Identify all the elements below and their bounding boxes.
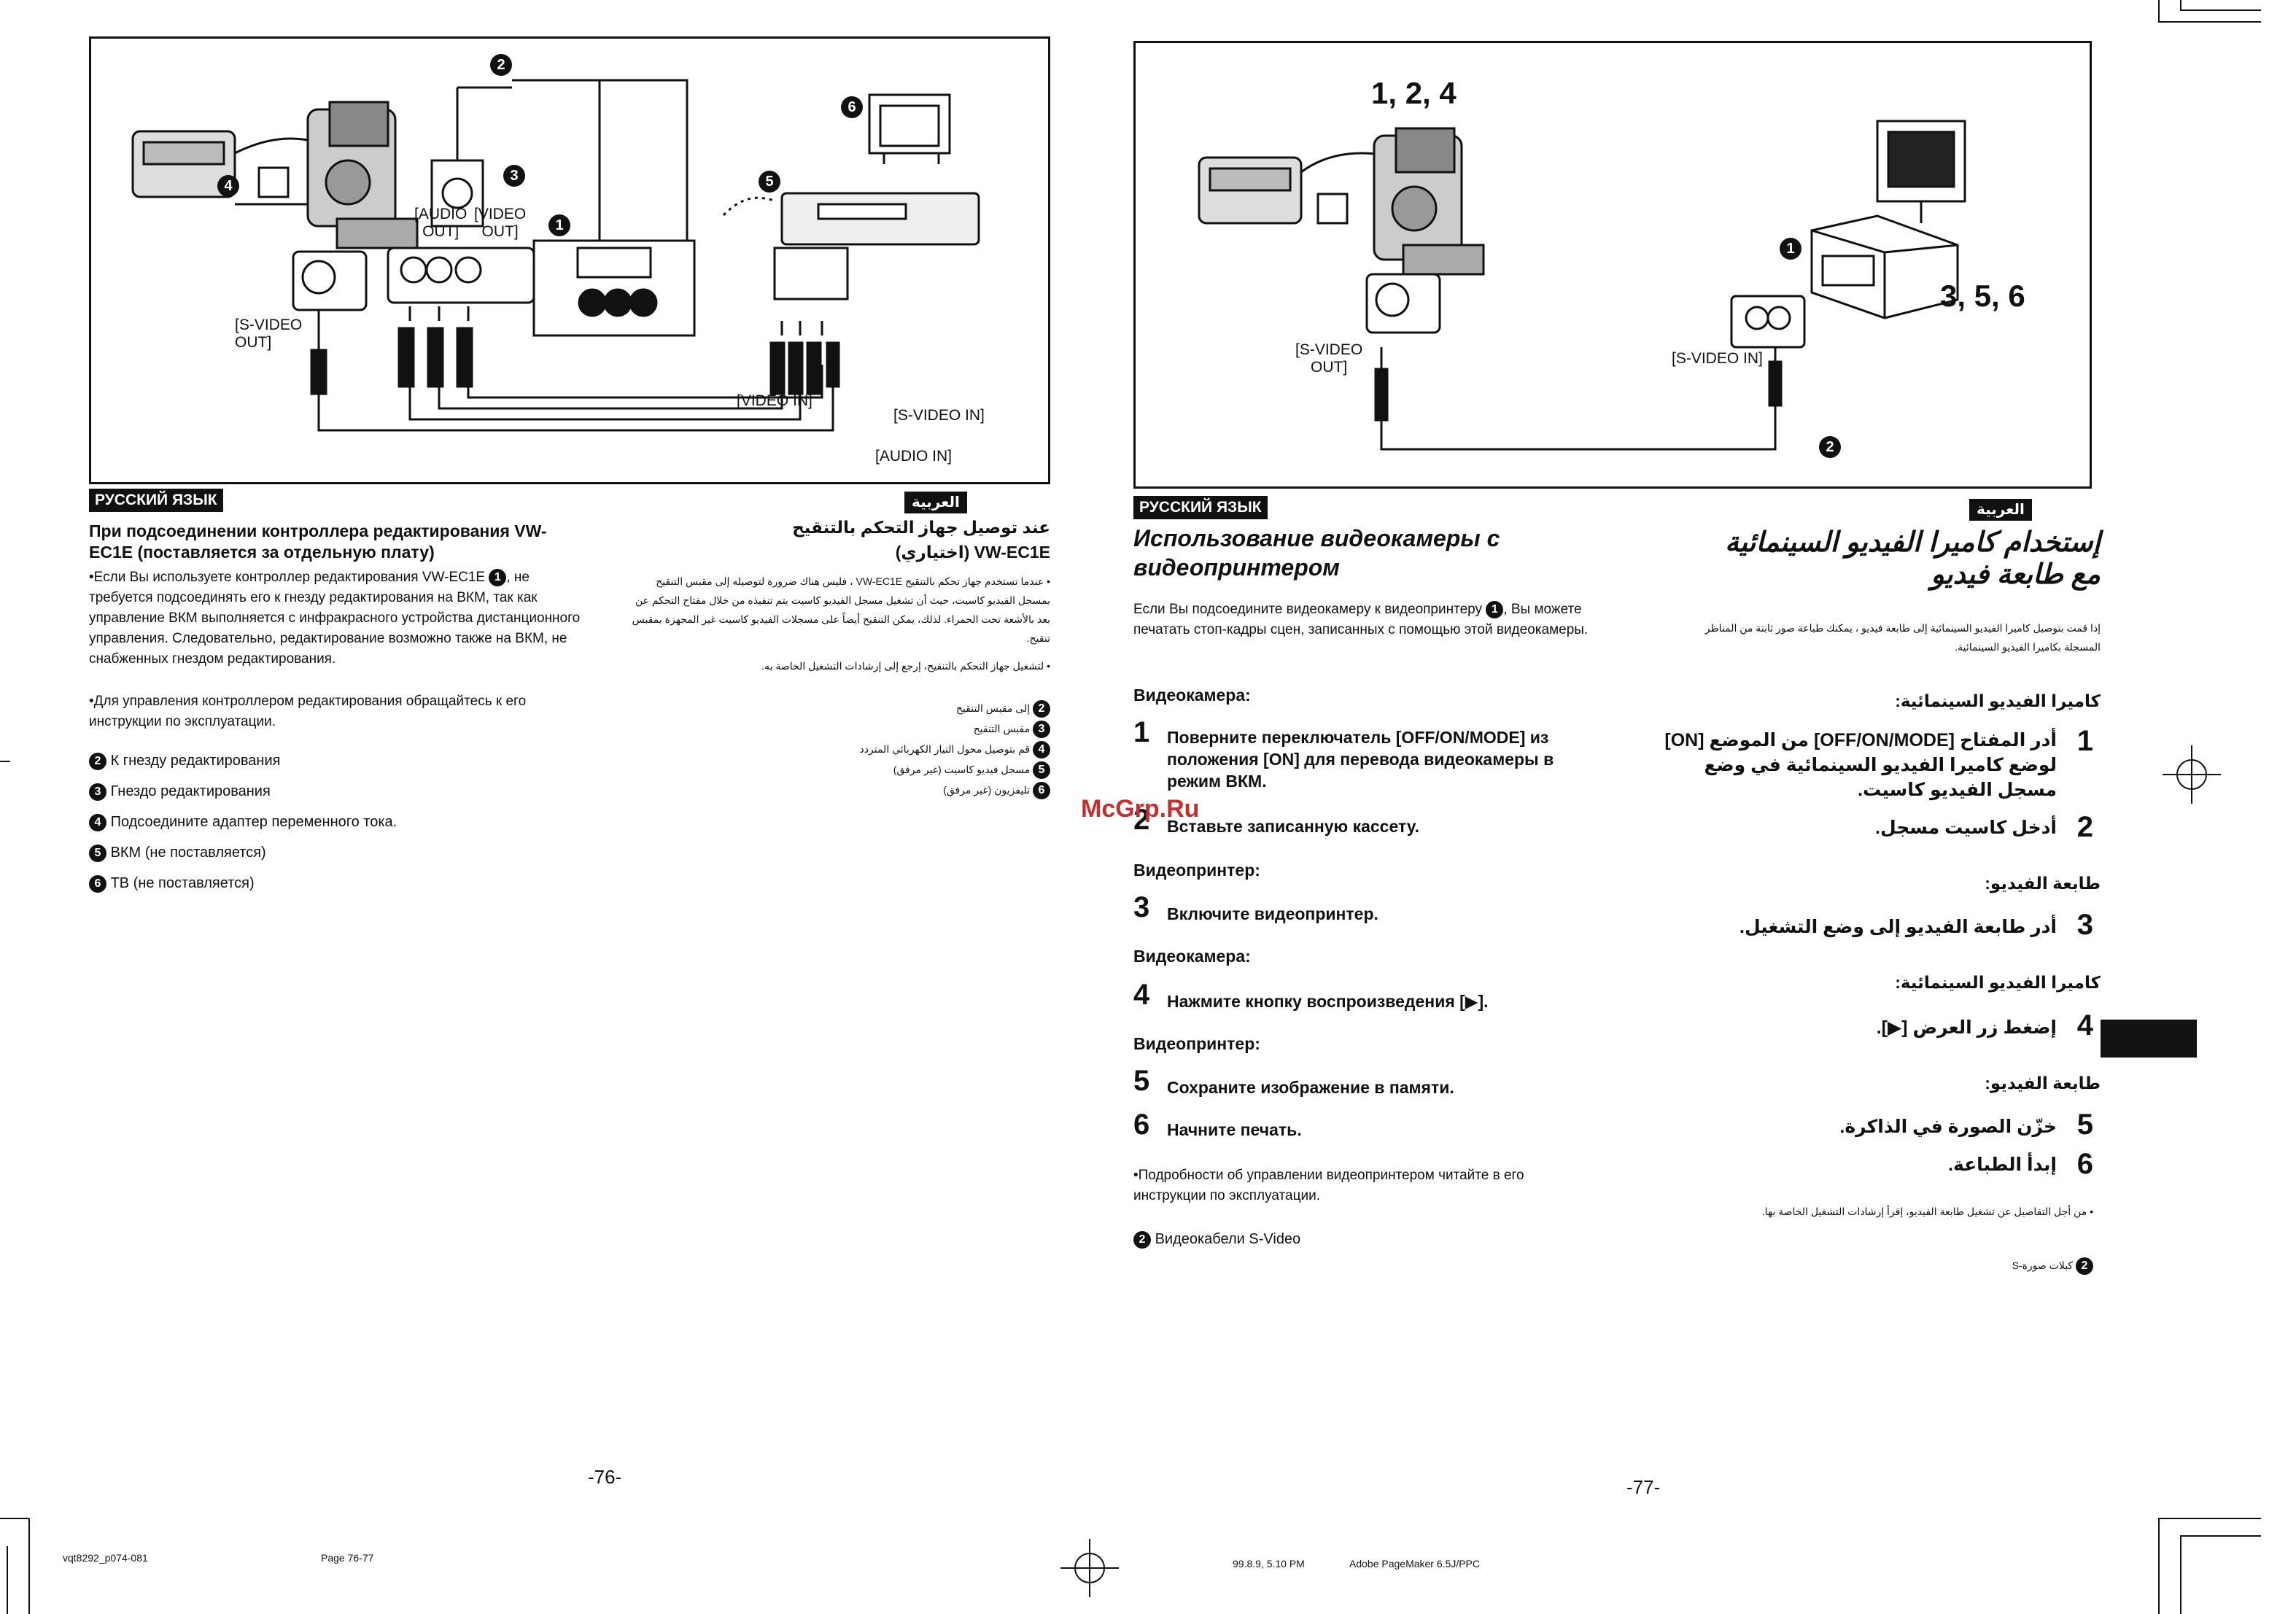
right-marker-1: 1: [1780, 238, 1801, 260]
ar-step-5-text: خزّن الصورة في الذاكرة.: [1839, 1117, 2057, 1137]
ar-page-title-1: إستخدام كاميرا الفيديو السينمائية: [1724, 527, 2101, 558]
ru-step-5-number: 5: [1133, 1065, 1150, 1097]
footer-app: Adobe PageMaker 6.5J/PPC: [1349, 1558, 1480, 1570]
ru-step-5-heading: Видеопринтер:: [1133, 1034, 1260, 1053]
ru-section-heading: При подсоединении контроллера редактиров…: [89, 521, 547, 562]
ru-language-badge: РУССКИЙ ЯЗЫК: [89, 489, 223, 512]
ru-step-6-text: Начните печать.: [1167, 1120, 1302, 1139]
ar-step-3-number: 3: [2076, 909, 2093, 941]
ar-language-badge-right: العربية: [1969, 499, 2032, 521]
ar-step-5-heading: طابعة الفيديو:: [1985, 1074, 2101, 1093]
left-page-number: -76-: [588, 1466, 622, 1488]
ru-language-badge-right: РУССКИЙ ЯЗЫК: [1133, 496, 1268, 519]
ru-step-1-text: Поверните переключатель [OFF/ON/MODE] из…: [1167, 728, 1554, 791]
ru-step-2-text: Вставьте записанную кассету.: [1167, 817, 1419, 836]
ar-step-2-text: أدخل كاسيت مسجل.: [1875, 818, 2057, 838]
label-audio-out: [AUDIO OUT]: [414, 206, 468, 240]
label-s-video-in: [S-VIDEO IN]: [893, 407, 985, 424]
ar-body-2: • لتشغيل جهاز التحكم بالتنقيح، إرجع إلى …: [761, 660, 1050, 672]
footer-date: 99.8.9, 5.10 PM: [1233, 1558, 1305, 1570]
right-label-s-video-in: [S-VIDEO IN]: [1672, 350, 1763, 367]
ar-step-4-heading: كاميرا الفيديو السينمائية:: [1895, 973, 2101, 992]
ar-step-6-number: 6: [2076, 1148, 2093, 1180]
label-s-video-out: [S-VIDEO OUT]: [235, 317, 303, 351]
ar-legend-item-2: 2 إلى مقبس التنقيح: [759, 699, 1050, 718]
ru-step-6-number: 6: [1133, 1109, 1150, 1141]
ru-step-1-heading: Видеокамера:: [1133, 686, 1251, 705]
ru-intro: Если Вы подсоедините видеокамеру к видео…: [1133, 600, 1589, 637]
right-page-number: -77-: [1626, 1476, 1661, 1498]
ru-step-4-text: Нажмите кнопку воспроизведения [▶].: [1167, 992, 1489, 1011]
ru-page-title: Использование видеокамеры с видеопринтер…: [1133, 525, 1500, 581]
label-video-out: [VIDEO OUT]: [474, 206, 527, 240]
ar-step-1-number: 1: [2076, 725, 2093, 757]
ar-step-6-text: إبدأ الطباعة.: [1948, 1155, 2057, 1175]
ar-step-4-text: إضغط زر العرض [▶].: [1876, 1017, 2057, 1038]
ar-page-title-2: مع طابعة فيديو: [1931, 559, 2101, 590]
ru-legend-item-2: 2 К гнезду редактирования: [89, 751, 280, 770]
marker-2: 2: [490, 54, 512, 76]
ru-step-3-heading: Видеопринтер:: [1133, 861, 1260, 880]
ru-step-3-number: 3: [1133, 891, 1150, 923]
ar-legend-item-6: 6 تليفزيون (غير مرفق): [759, 780, 1050, 800]
ar-step-1-text: أدر المفتاح [OFF/ON/MODE] من الموضع [ON]…: [1664, 730, 2057, 800]
ar-language-badge: العربية: [904, 492, 967, 513]
marker-4: 4: [217, 175, 239, 197]
ar-step-2-number: 2: [2076, 811, 2093, 843]
ar-step-3-heading: طابعة الفيديو:: [1985, 874, 2101, 893]
ar-legend-item-5: 5 مسجل فيديو كاسيت (غير مرفق): [759, 760, 1050, 780]
printer-steps-label: 3, 5, 6: [1940, 279, 2025, 313]
ar-body-1: • عندما تستخدم جهاز تحكم بالتنقيح VW-EC1…: [632, 575, 1050, 644]
ru-legend-item-3: 3 Гнездо редактирования: [89, 782, 271, 801]
ru-cable-legend: 2 Видеокабели S-Video: [1133, 1230, 1300, 1249]
ru-step-4-heading: Видеокамера:: [1133, 947, 1251, 966]
ru-step-4-number: 4: [1133, 979, 1150, 1011]
label-video-in: [VIDEO IN]: [737, 392, 812, 409]
ru-step-2-number: 2: [1133, 804, 1150, 836]
ru-legend-item-4: 4 Подсоедините адаптер переменного тока.: [89, 812, 397, 831]
footer-page: Page 76-77: [321, 1552, 374, 1564]
ar-step-3-text: أدر طابعة الفيديو إلى وضع التشغيل.: [1740, 917, 2057, 937]
camera-steps-label: 1, 2, 4: [1371, 76, 1457, 110]
ru-step-1-number: 1: [1133, 716, 1150, 748]
ru-note: •Подробности об управлении видеопринтеро…: [1133, 1168, 1524, 1203]
ru-step-3-text: Включите видеопринтер.: [1167, 904, 1378, 923]
label-audio-in: [AUDIO IN]: [875, 448, 953, 465]
ru-step-5-text: Сохраните изображение в памяти.: [1167, 1078, 1454, 1097]
ru-legend-item-5: 5 ВКМ (не поставляется): [89, 843, 266, 862]
ru-bullet-1: •Если Вы используете контроллер редактир…: [89, 568, 581, 667]
ar-step-5-number: 5: [2076, 1109, 2093, 1141]
marker-5: 5: [759, 171, 780, 193]
ar-cable-legend: 2 كبلات صورة-S: [1823, 1256, 2093, 1276]
ru-bullet-2: •Для управления контроллером редактирова…: [89, 694, 527, 729]
ar-legend-item-3: 3 مقبس التنقيح: [759, 719, 1050, 739]
ar-legend-item-4: 4 قم بتوصيل محول التيار الكهربائي المترد…: [759, 740, 1050, 759]
footer-file: vqt8292_p074-081: [63, 1552, 148, 1564]
right-marker-2: 2: [1819, 436, 1841, 458]
marker-1: 1: [548, 214, 570, 236]
ar-section-heading-2: VW-EC1E (اختياري): [895, 543, 1050, 562]
right-connection-diagram: [1198, 120, 1966, 451]
ar-step-4-number: 4: [2076, 1009, 2093, 1041]
left-connection-diagram: [131, 79, 980, 432]
thumb-tab: [2101, 1020, 2197, 1058]
ar-section-heading-1: عند توصيل جهاز التحكم بالتنقيح: [792, 518, 1050, 537]
right-label-s-video-out: [S-VIDEO OUT]: [1295, 341, 1363, 376]
marker-6: 6: [841, 96, 863, 118]
ru-legend-item-6: 6 ТВ (не поставляется): [89, 874, 255, 893]
ar-step-1-heading: كاميرا الفيديو السينمائية:: [1895, 691, 2101, 710]
ar-intro: إذا قمت بتوصيل كاميرا الفيديو السينمائية…: [1704, 622, 2101, 653]
watermark: McGrp.Ru: [1081, 795, 1200, 823]
ar-note: • من أجل التفاصيل عن تشغيل طابعة الفيديو…: [1761, 1206, 2093, 1217]
marker-3: 3: [503, 165, 525, 187]
